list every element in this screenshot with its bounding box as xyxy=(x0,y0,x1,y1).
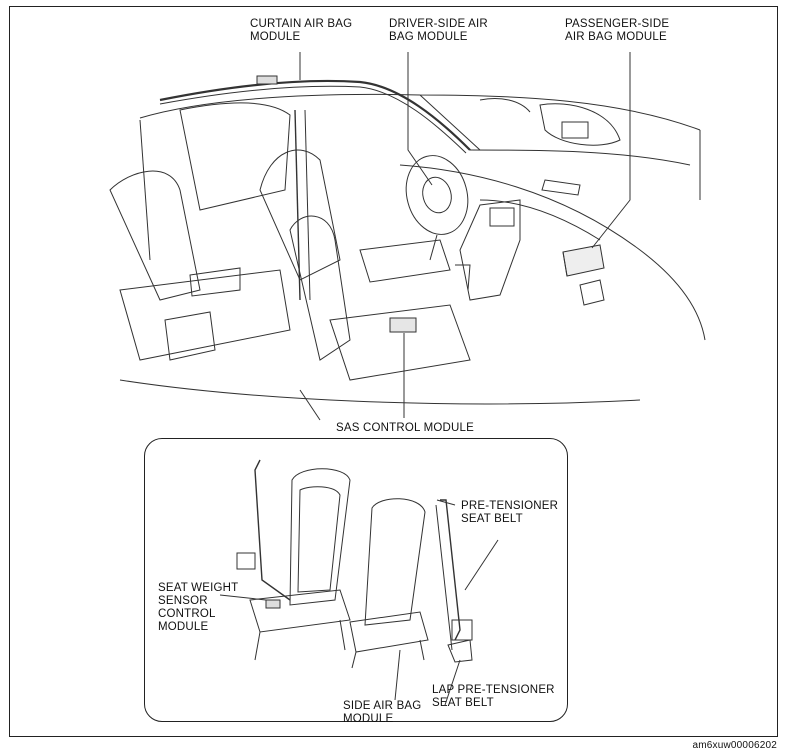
figure-code: am6xuw00006202 xyxy=(692,740,777,751)
pre-tensioner-seat-belt-label: PRE-TENSIONER SEAT BELT xyxy=(461,500,559,525)
driver-side-air-bag-label: DRIVER-SIDE AIR BAG MODULE xyxy=(389,18,488,43)
seat-weight-sensor-label: SEAT WEIGHT SENSOR CONTROL MODULE xyxy=(158,582,239,633)
sas-control-module-label: SAS CONTROL MODULE xyxy=(336,422,475,434)
side-air-bag-label: SIDE AIR BAG MODULE xyxy=(343,700,422,725)
lap-pre-tensioner-label: LAP PRE-TENSIONER SEAT BELT xyxy=(432,684,555,709)
seat-inset-panel xyxy=(144,438,568,722)
curtain-air-bag-label: CURTAIN AIR BAG MODULE xyxy=(250,18,353,43)
figure-frame xyxy=(9,6,778,737)
passenger-side-air-bag-label: PASSENGER-SIDE AIR BAG MODULE xyxy=(565,18,670,43)
